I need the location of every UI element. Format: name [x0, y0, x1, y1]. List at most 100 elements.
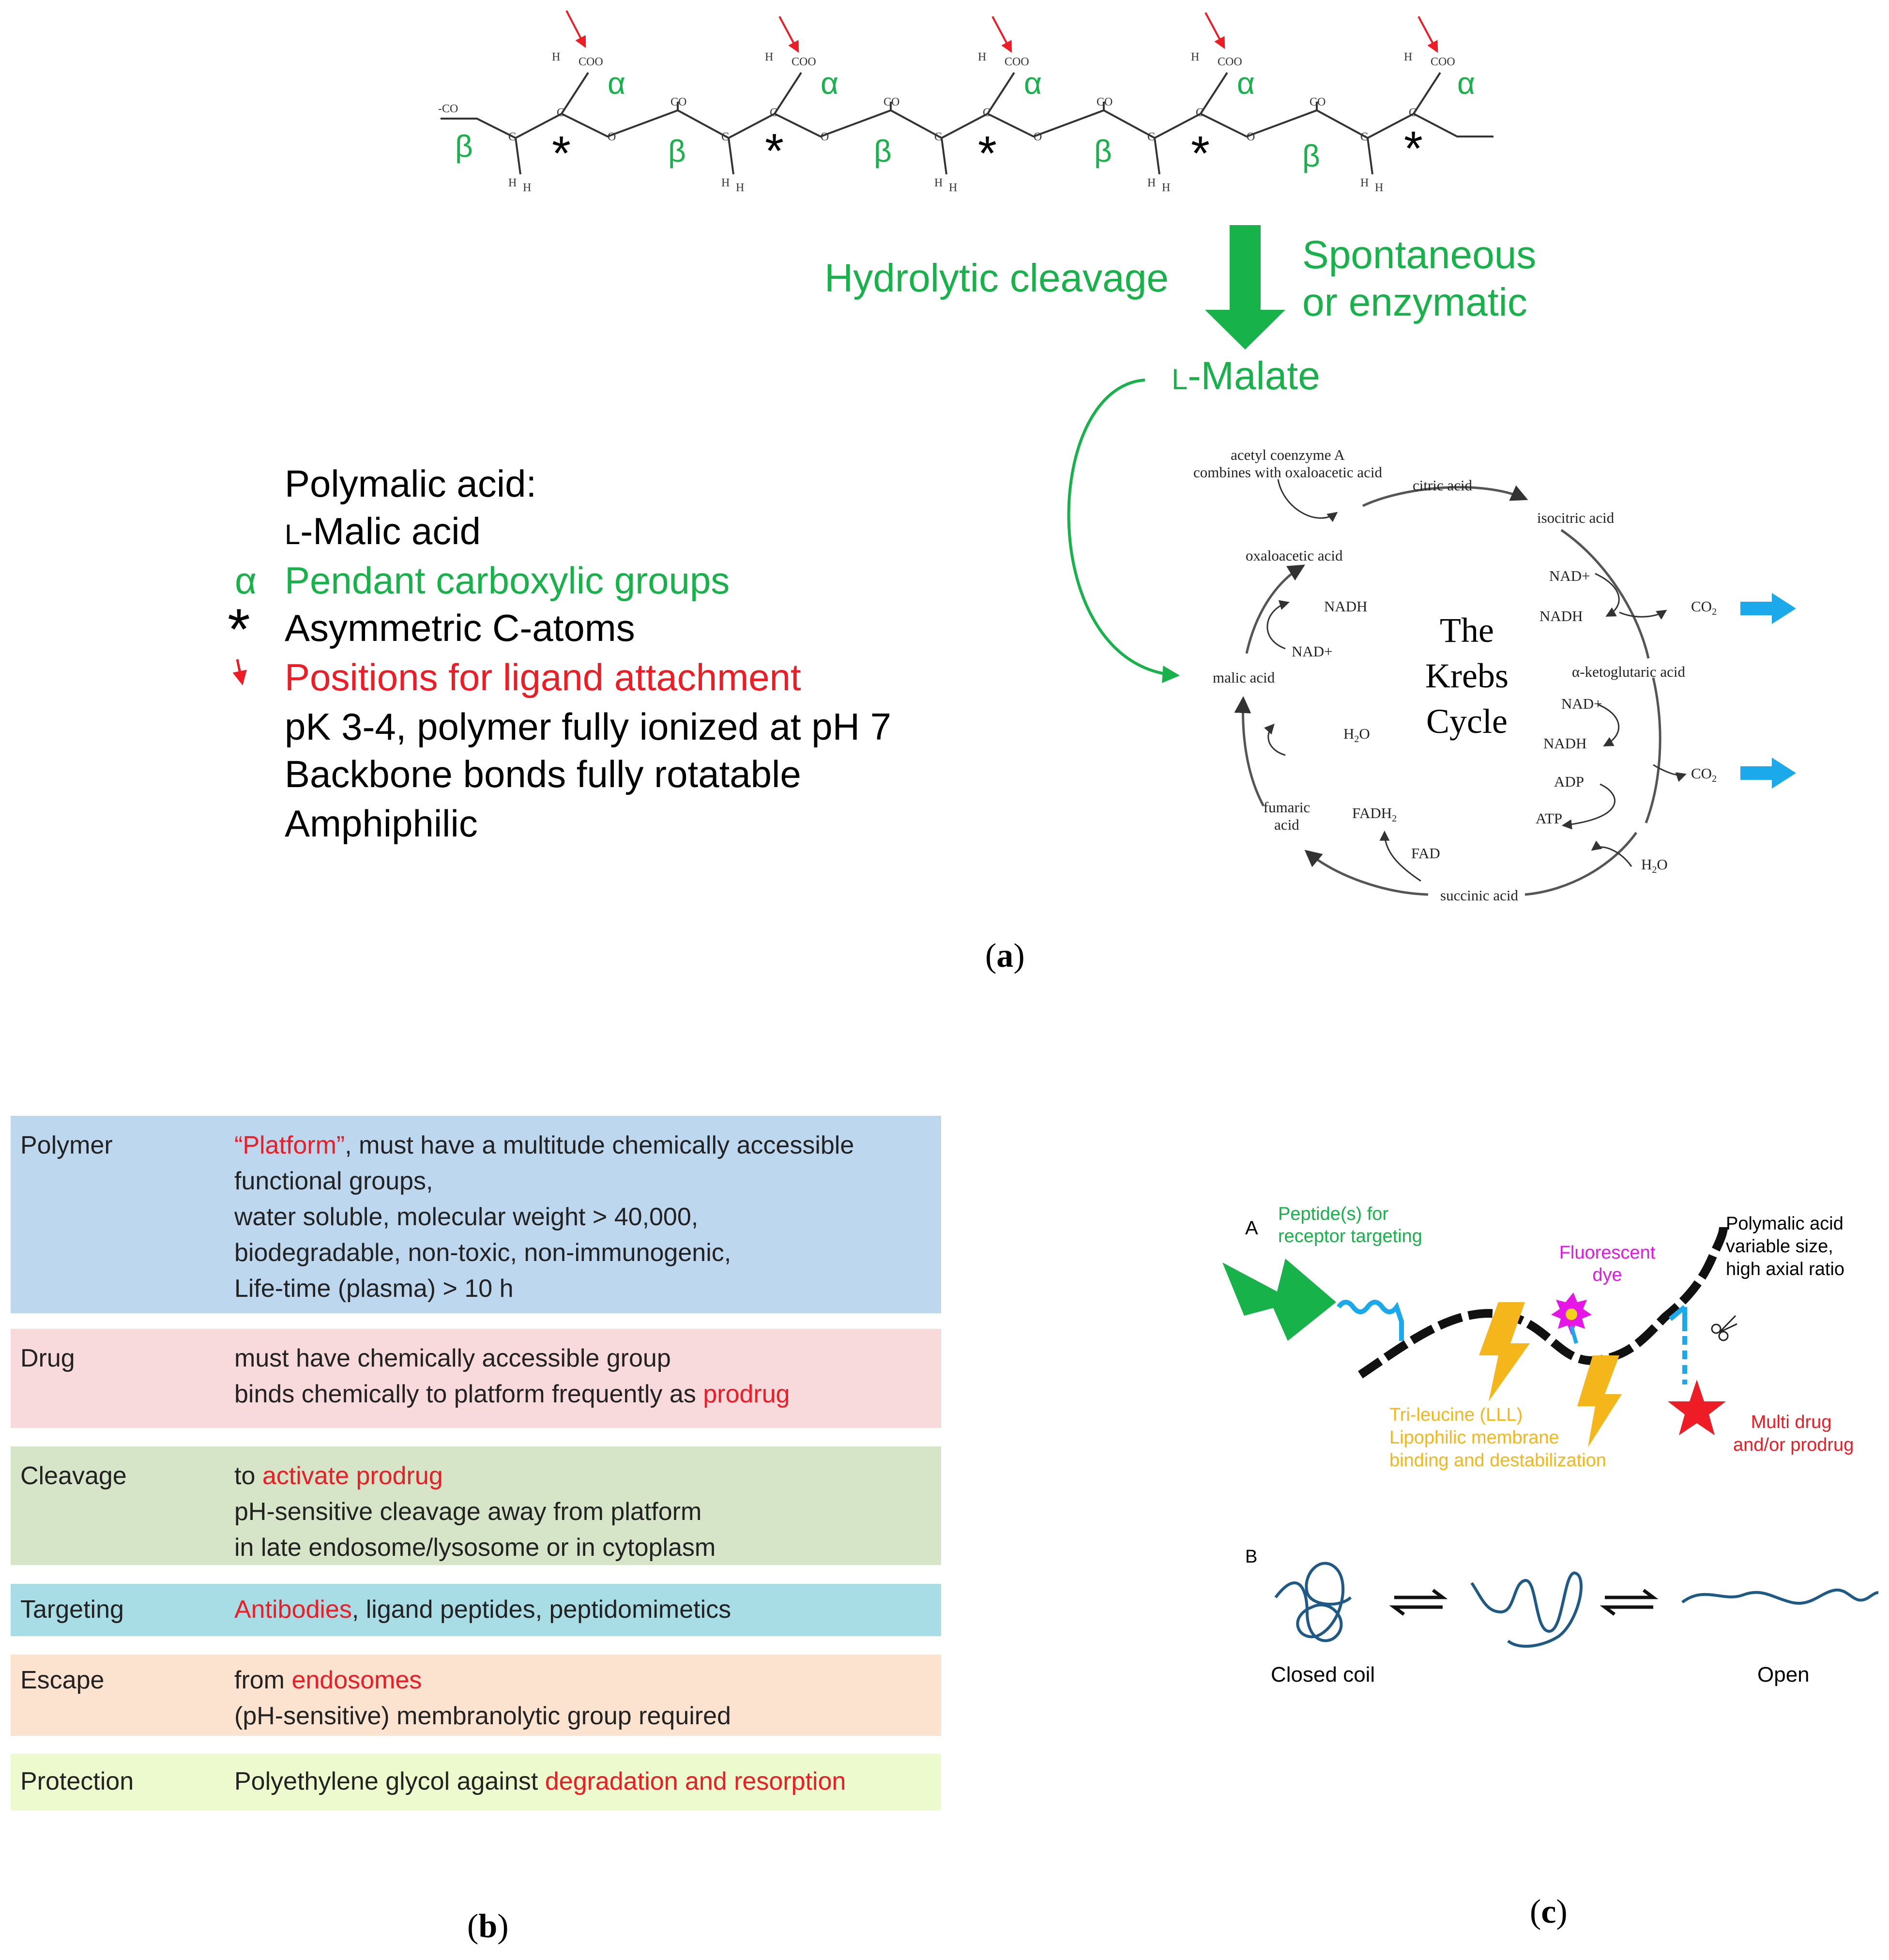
targeting-arrow: [1222, 1259, 1336, 1341]
l-malate-rest: -Malate: [1188, 354, 1320, 398]
svg-text:CO: CO: [670, 96, 686, 108]
legend-asymmetric: Asymmetric C-atoms: [285, 607, 635, 649]
krebs-h2o-left: H2O: [1343, 725, 1370, 745]
krebs-h2o-right-o: O: [1657, 856, 1668, 873]
polymalic-chain: [1358, 1227, 1728, 1379]
table-row-drug: Drug must have chemically accessible gro…: [11, 1329, 941, 1428]
svg-text:C: C: [770, 106, 777, 119]
krebs-ketoglutaric: α-ketoglutaric acid: [1572, 663, 1685, 680]
svg-text:H: H: [1375, 182, 1383, 194]
krebs-cycle-ring: [1234, 485, 1661, 896]
legend-red-arrow-icon: [232, 659, 247, 685]
svg-text:H: H: [552, 51, 560, 63]
table-row-polymer: Polymer “Platform”, must have a multitud…: [11, 1116, 941, 1313]
svg-text:C: C: [721, 131, 729, 143]
malate-feedback-arrow: [1067, 379, 1180, 683]
row-description-polymer: “Platform”, must have a multitude chemic…: [234, 1127, 854, 1307]
krebs-co2-1-sub: 2: [1712, 607, 1717, 618]
svg-text:O: O: [1247, 131, 1255, 143]
table-row-bg-cleavage: [11, 1446, 941, 1565]
krebs-malic: malic acid: [1213, 669, 1275, 686]
legend-positions: Positions for ligand attachment: [285, 656, 801, 699]
trileucine-label: Tri-leucine (LLL) Lipophilic membrane bi…: [1389, 1404, 1606, 1472]
hydrolytic-cleavage-label: Hydrolytic cleavage: [824, 256, 1169, 300]
krebs-fadh2-sub: 2: [1392, 813, 1397, 824]
row-description-drug: must have chemically accessible group bi…: [234, 1340, 790, 1412]
asterisk-4: *: [1191, 126, 1210, 181]
krebs-co2-2-sub: 2: [1712, 774, 1717, 785]
svg-text:COO: COO: [792, 56, 816, 68]
svg-text:-CO: -CO: [438, 103, 458, 115]
polymer-line5: Life-time (plasma) > 10 h: [234, 1275, 514, 1303]
svg-text:H: H: [1147, 177, 1156, 189]
svg-text:H: H: [1191, 51, 1199, 63]
svg-text:H: H: [949, 182, 957, 194]
krebs-h2o-left-o: O: [1359, 725, 1370, 742]
alpha-label-3: α: [1024, 66, 1042, 101]
krebs-h2o-left-h: H: [1343, 725, 1355, 742]
legend-alpha-symbol: α: [235, 559, 257, 602]
hydrolysis-arrow: [1205, 225, 1285, 349]
asterisk-5: *: [1404, 122, 1423, 176]
svg-text:COO: COO: [1005, 56, 1029, 68]
krebs-nad-left: NAD+: [1292, 643, 1333, 660]
svg-text:O: O: [821, 131, 829, 143]
polymer-line1: , must have a multitude chemically acces…: [345, 1131, 854, 1159]
drug-linker: [1668, 1305, 1687, 1331]
krebs-co2-2: CO2: [1691, 765, 1717, 785]
panel-a-caption: (a): [985, 937, 1025, 974]
krebs-oxaloacetic: oxaloacetic acid: [1246, 547, 1343, 564]
krebs-nadh-1: NADH: [1539, 608, 1583, 624]
krebs-title: The Krebs Cycle: [1418, 608, 1515, 744]
krebs-co2-2-text: CO: [1691, 765, 1712, 782]
krebs-h2o-left-sub: 2: [1354, 734, 1359, 745]
krebs-nadh-left: NADH: [1324, 598, 1368, 615]
multidrug-label-line1: Multi drug: [1751, 1412, 1832, 1432]
svg-text:CO: CO: [1097, 96, 1112, 108]
alpha-label-1: α: [608, 66, 625, 101]
fluorescent-label-line2: dye: [1592, 1265, 1622, 1285]
equilibrium-arrows-2: [1600, 1589, 1659, 1616]
cleavage-line3: in late endosome/lysosome or in cytoplas…: [234, 1534, 716, 1562]
escape-line1-pre: from: [234, 1666, 292, 1694]
drug-star-icon: [1668, 1380, 1726, 1435]
polymalic-label: Polymalic acid variable size, high axial…: [1726, 1213, 1844, 1281]
antibodies-term: Antibodies: [234, 1595, 352, 1624]
spontaneous-label: Spontaneous: [1302, 233, 1537, 277]
degradation-term: degradation and resorption: [545, 1767, 846, 1795]
svg-text:H: H: [736, 182, 744, 194]
open-coil: [1681, 1588, 1879, 1605]
table-row-bg-drug: [11, 1329, 941, 1428]
ligand-attachment-arrows: [565, 10, 1438, 53]
asterisk-2: *: [765, 124, 784, 178]
cleavage-line2: pH-sensitive cleavage away from platform: [234, 1498, 702, 1526]
krebs-fad: FAD: [1411, 845, 1440, 862]
legend-pk: pK 3-4, polymer fully ionized at pH 7: [285, 705, 891, 748]
krebs-acetyl-line2: combines with oxaloacetic acid: [1193, 464, 1382, 481]
beta-label-1: β: [455, 129, 473, 164]
krebs-fadh2: FADH2: [1352, 805, 1397, 824]
trileucine-label-line1: Tri-leucine (LLL): [1389, 1405, 1523, 1425]
svg-text:CO: CO: [1310, 96, 1325, 108]
beta-label-4: β: [1094, 134, 1112, 168]
svg-text:COO: COO: [1431, 56, 1455, 68]
polymalic-label-line1: Polymalic acid: [1726, 1214, 1843, 1234]
fluorescent-dye-icon: [1551, 1292, 1592, 1344]
panel-b-caption: (b): [467, 1908, 509, 1945]
co2-arrow-2: [1740, 758, 1796, 789]
row-description-escape: from endosomes (pH-sensitive) membranoly…: [234, 1662, 731, 1734]
svg-text:C: C: [508, 131, 516, 143]
polymalic-label-line3: high axial ratio: [1726, 1259, 1845, 1279]
prodrug-term: prodrug: [703, 1380, 790, 1408]
krebs-fumaric-line1: fumaric: [1263, 799, 1310, 816]
closed-coil: [1274, 1562, 1352, 1642]
svg-text:H: H: [1404, 51, 1412, 63]
fluorescent-label: Fluorescent dye: [1549, 1242, 1665, 1286]
multidrug-label: Multi drug and/or prodrug: [1733, 1411, 1854, 1457]
panel-c-caption: (c): [1530, 1893, 1568, 1930]
legend-asterisk-symbol: *: [228, 597, 250, 662]
krebs-nad-2: NAD+: [1561, 695, 1602, 712]
krebs-fumaric: fumaric acid: [1258, 799, 1316, 834]
